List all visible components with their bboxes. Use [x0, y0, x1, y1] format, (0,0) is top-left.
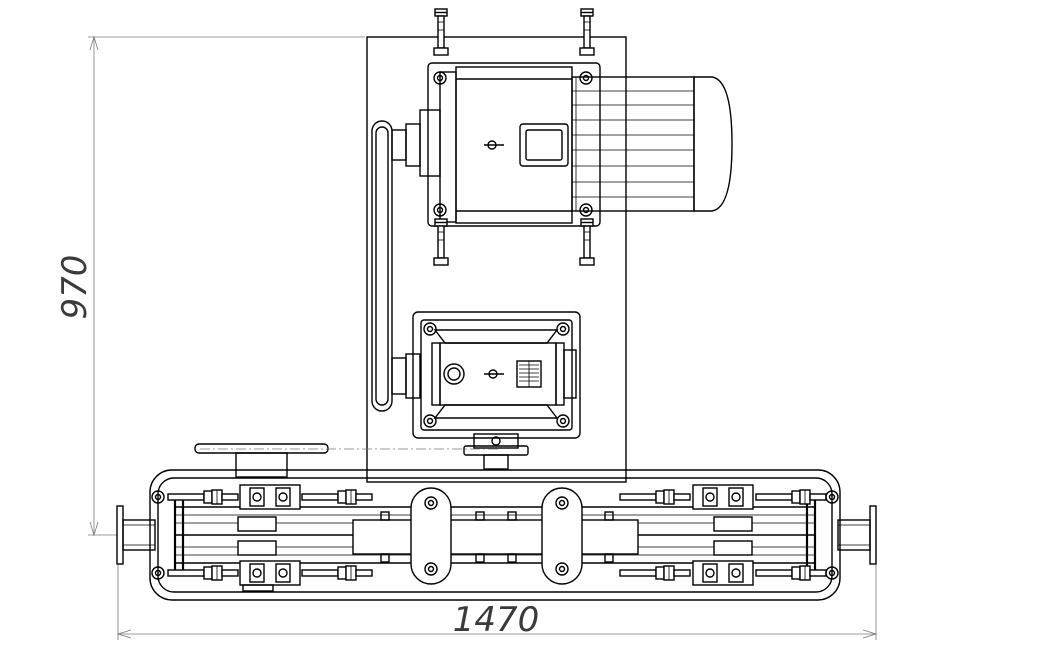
- gearbox: [412, 311, 581, 470]
- inlet-nozzle: [116, 505, 156, 565]
- dimension-width-label: 1470: [453, 600, 540, 640]
- handwheel: [194, 443, 500, 478]
- dimension-height-label: 970: [55, 255, 95, 320]
- vertical-frame: [366, 36, 627, 483]
- right-clamp-assembly: [619, 484, 827, 586]
- left-clamp-assembly: [167, 484, 373, 592]
- dimension-width: [116, 565, 878, 640]
- center-clamp-bar: [352, 487, 639, 585]
- dimension-height: [88, 35, 365, 537]
- electric-motor: [419, 8, 733, 266]
- belt-drive: [371, 120, 421, 412]
- outlet-nozzle: [837, 505, 877, 565]
